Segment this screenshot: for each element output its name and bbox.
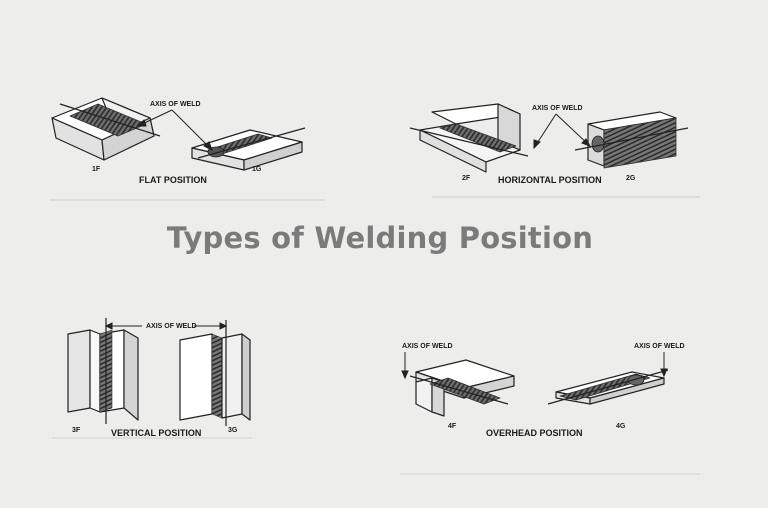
overhead-position-panel: AXIS OF WELD AXIS OF WELD 4F 4G OVERHEAD… (400, 343, 700, 475)
overhead-axis-label-left: AXIS OF WELD (402, 343, 453, 350)
flat-1g-label: 1G (252, 166, 262, 173)
flat-1f-label: 1F (92, 166, 101, 173)
fillet-1f-diagram (51, 97, 161, 161)
flat-axis-pointers (136, 109, 213, 152)
groove-4g-diagram (547, 369, 669, 405)
vertical-position-caption: VERTICAL POSITION (111, 428, 201, 438)
flat-position-panel: AXIS OF WELD 1F 1G FLAT POSITION (50, 97, 325, 201)
fillet-2f-diagram (409, 103, 529, 173)
overhead-axis-pointers (401, 352, 668, 380)
flat-position-caption: FLAT POSITION (139, 175, 207, 185)
vertical-3g-label: 3G (228, 427, 238, 434)
horizontal-position-caption: HORIZONTAL POSITION (498, 175, 602, 185)
vertical-3f-label: 3F (72, 427, 81, 434)
page-title: Types of Welding Position (166, 221, 594, 255)
overhead-position-caption: OVERHEAD POSITION (486, 428, 583, 438)
groove-1g-diagram (191, 127, 306, 171)
groove-3g-diagram (179, 320, 251, 426)
horizontal-2g-label: 2G (626, 175, 636, 182)
horizontal-axis-pointers (533, 113, 592, 150)
horizontal-axis-label: AXIS OF WELD (532, 105, 583, 112)
vertical-axis-label: AXIS OF WELD (146, 323, 197, 330)
fillet-4f-diagram (409, 359, 515, 417)
groove-2g-diagram (574, 111, 689, 169)
overhead-4f-label: 4F (448, 423, 457, 430)
vertical-axis-pointers (104, 322, 228, 330)
horizontal-position-panel: AXIS OF WELD 2F 2G HORIZONTAL POSITION (409, 103, 700, 198)
horizontal-2f-label: 2F (462, 175, 471, 182)
overhead-axis-label-right: AXIS OF WELD (634, 343, 685, 350)
vertical-position-panel: AXIS OF WELD 3F 3G VERTICAL POSITION (52, 318, 252, 439)
flat-axis-label: AXIS OF WELD (150, 101, 201, 108)
fillet-3f-diagram (67, 318, 139, 424)
overhead-4g-label: 4G (616, 423, 626, 430)
